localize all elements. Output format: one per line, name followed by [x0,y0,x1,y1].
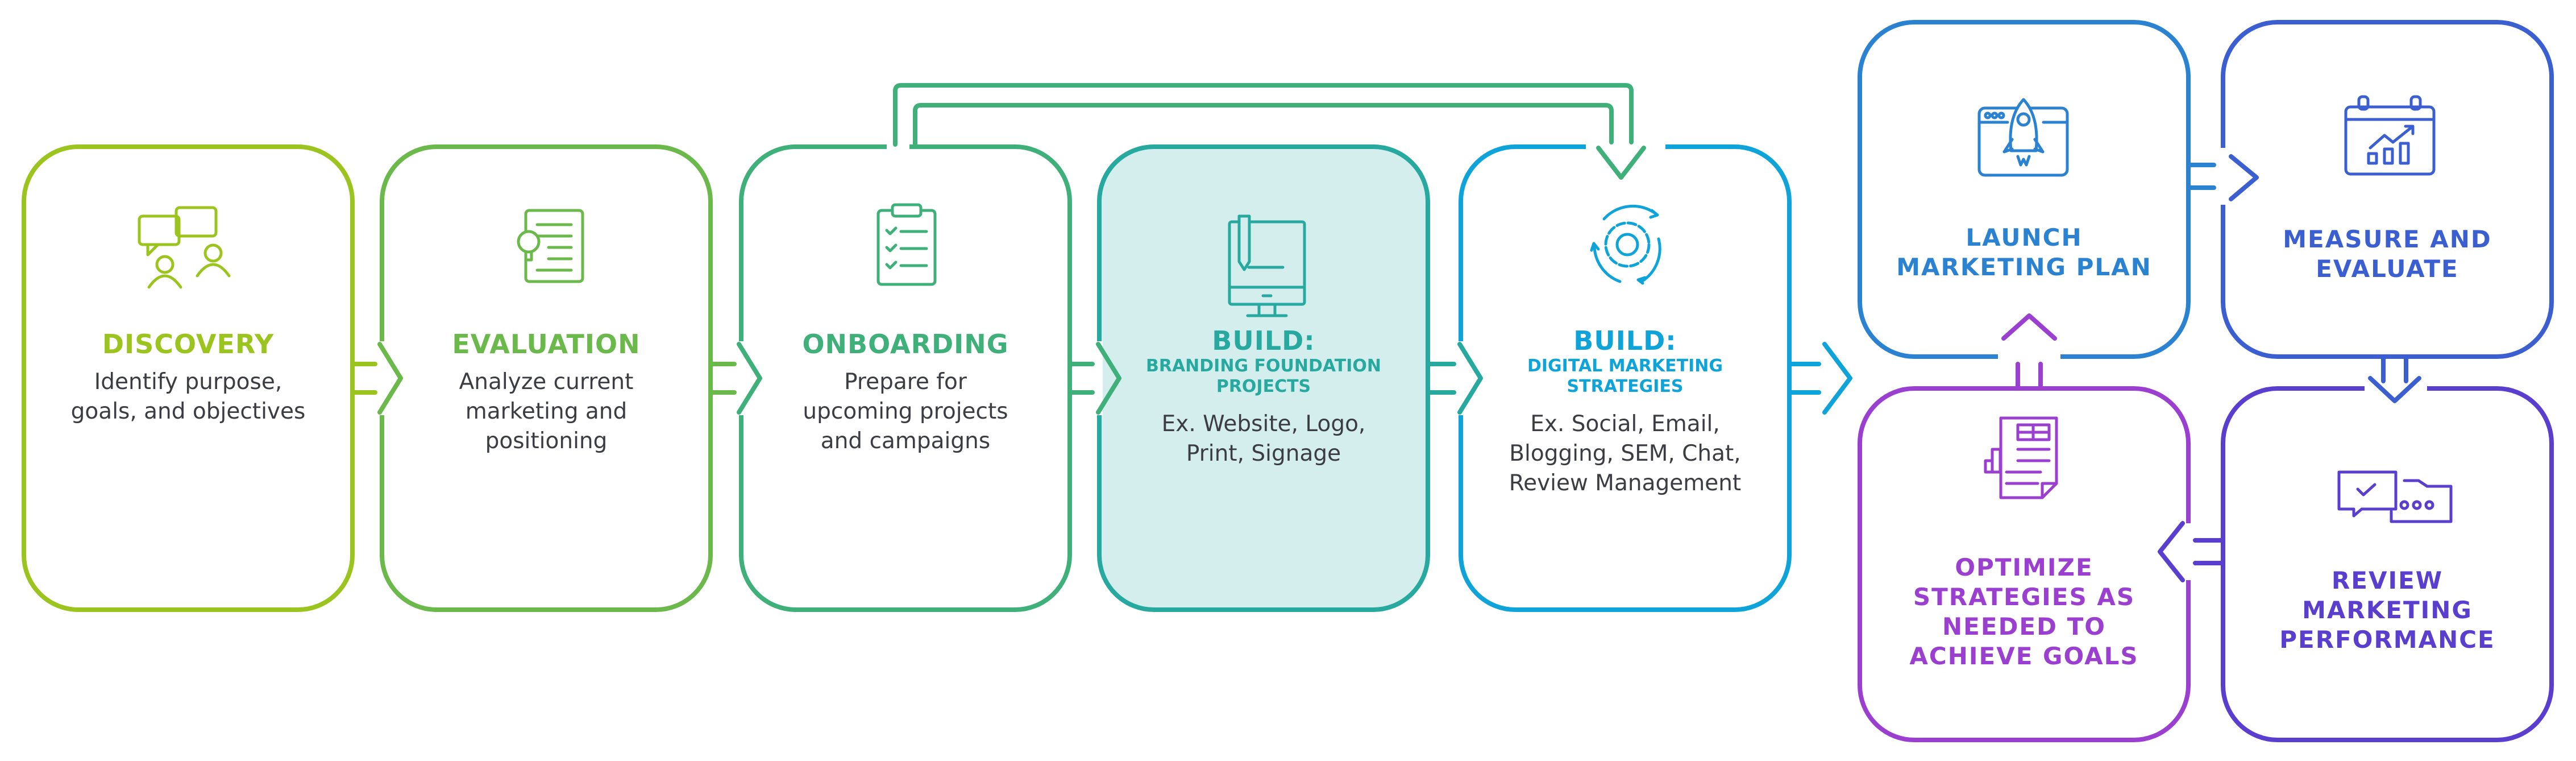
build-digital-subtitle-line: STRATEGIES [1567,377,1684,396]
measure-title-line: EVALUATE [2316,255,2459,283]
onboarding-body-line: upcoming projects [803,399,1008,424]
arrow-onboarding-loop-to-build-digital [893,83,1646,180]
chat-people-icon [138,206,231,289]
review-title-line: REVIEW [2331,566,2444,594]
evaluation-body-line: Analyze current [459,369,634,395]
build-branding-body-line: Ex. Website, Logo, [1161,411,1366,437]
rocket-browser-icon [1977,98,2069,177]
monitor-pencil-icon [1228,214,1306,317]
review-title-line: PERFORMANCE [2279,626,2495,654]
discovery-title: DISCOVERY [102,329,275,359]
optimize-title-line: OPTIMIZE [1955,553,2093,581]
onboarding-body-line: Prepare for [844,369,967,395]
evaluation-body-line: positioning [485,428,608,454]
build-branding-body-line: Print, Signage [1186,441,1341,466]
arrow-measure-to-review [2368,357,2421,403]
review-title-line: MARKETING [2302,596,2473,624]
clipboard-checklist-icon [876,203,937,286]
gear-cycle-icon [1590,204,1661,285]
build-digital-subtitle-line: DIGITAL MARKETING [1527,356,1723,376]
step-discovery [22,144,355,612]
discovery-text: DISCOVERY Identify purpose, goals, and ob… [22,329,355,427]
optimize-title-line: NEEDED TO [1942,613,2106,640]
arrow-onboarding-to-build-branding [1070,342,1121,415]
build-digital-body-line: Ex. Social, Email, [1530,411,1720,437]
build-branding-title: BUILD: [1212,325,1315,356]
arrow-review-to-optimize [2158,521,2223,582]
document-lightbulb-icon [517,209,584,283]
build-branding-subtitle-line: BRANDING FOUNDATION [1145,356,1382,376]
report-chart-icon [1984,416,2058,499]
arrow-evaluation-to-onboarding [711,342,762,415]
onboarding-title: ONBOARDING [802,329,1009,359]
arrow-discovery-to-evaluation [352,342,403,415]
evaluation-text: EVALUATION Analyze current marketing and p… [380,329,713,456]
build-digital-title: BUILD: [1573,325,1677,356]
discovery-body-line: goals, and objectives [70,399,306,424]
optimize-title-line: ACHIEVE GOALS [1909,642,2139,670]
build-digital-body-line: Blogging, SEM, Chat, [1509,441,1741,466]
evaluation-title: EVALUATION [452,329,641,359]
optimize-title-line: STRATEGIES AS [1913,583,2135,611]
launch-title-line: MARKETING PLAN [1896,253,2152,281]
build-digital-body-line: Review Management [1509,470,1742,496]
onboarding-body-line: and campaigns [820,428,991,454]
arrow-optimize-to-launch [2001,313,2057,388]
build-branding-subtitle-line: PROJECTS [1216,377,1311,396]
arrow-launch-to-measure [2188,154,2259,201]
onboarding-text: ONBOARDING Prepare for upcoming projects a… [739,329,1072,456]
measure-title-line: MEASURE AND [2283,225,2492,253]
arrow-build-digital-to-launch [1789,342,1852,415]
calendar-chart-icon [2344,95,2436,176]
arrow-build-branding-to-build-digital [1428,342,1483,415]
chat-bubbles-icon [2337,470,2453,523]
discovery-body-line: Identify purpose, [94,369,282,395]
launch-title-line: LAUNCH [1966,224,2083,251]
evaluation-body-line: marketing and [465,399,628,424]
